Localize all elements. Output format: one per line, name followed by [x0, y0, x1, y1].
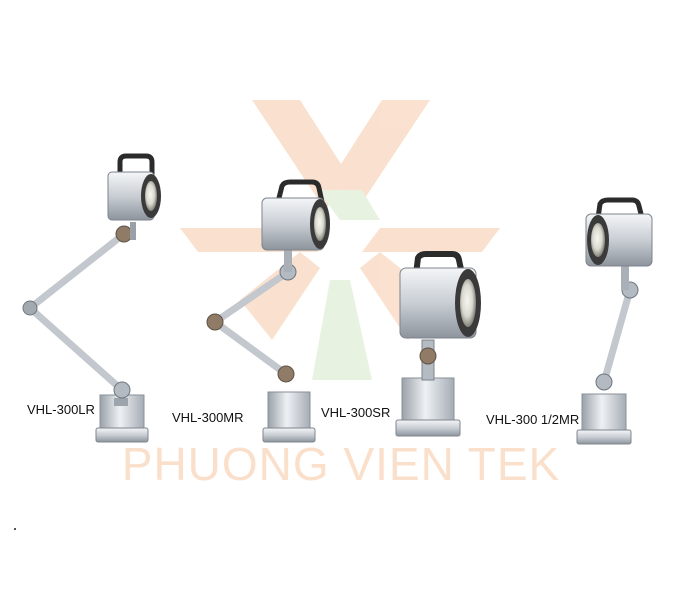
- stray-dot: [14, 528, 16, 530]
- model-label-vhl-300sr: VHL-300SR: [321, 405, 391, 420]
- lamp-vhl-300mr: [206, 179, 330, 443]
- model-label-vhl-300mr: VHL-300MR: [172, 410, 244, 425]
- lamp-vhl-300sr: [395, 251, 481, 437]
- watermark-text: PHUONG VIEN TEK: [121, 438, 561, 490]
- lamp-vhl-300lr: [22, 153, 161, 443]
- model-label-vhl-300lr: VHL-300LR: [27, 402, 95, 417]
- model-label-vhl-300-half-mr: VHL-300 1/2MR: [486, 412, 580, 427]
- lamp-vhl-300-half-mr: [576, 197, 653, 445]
